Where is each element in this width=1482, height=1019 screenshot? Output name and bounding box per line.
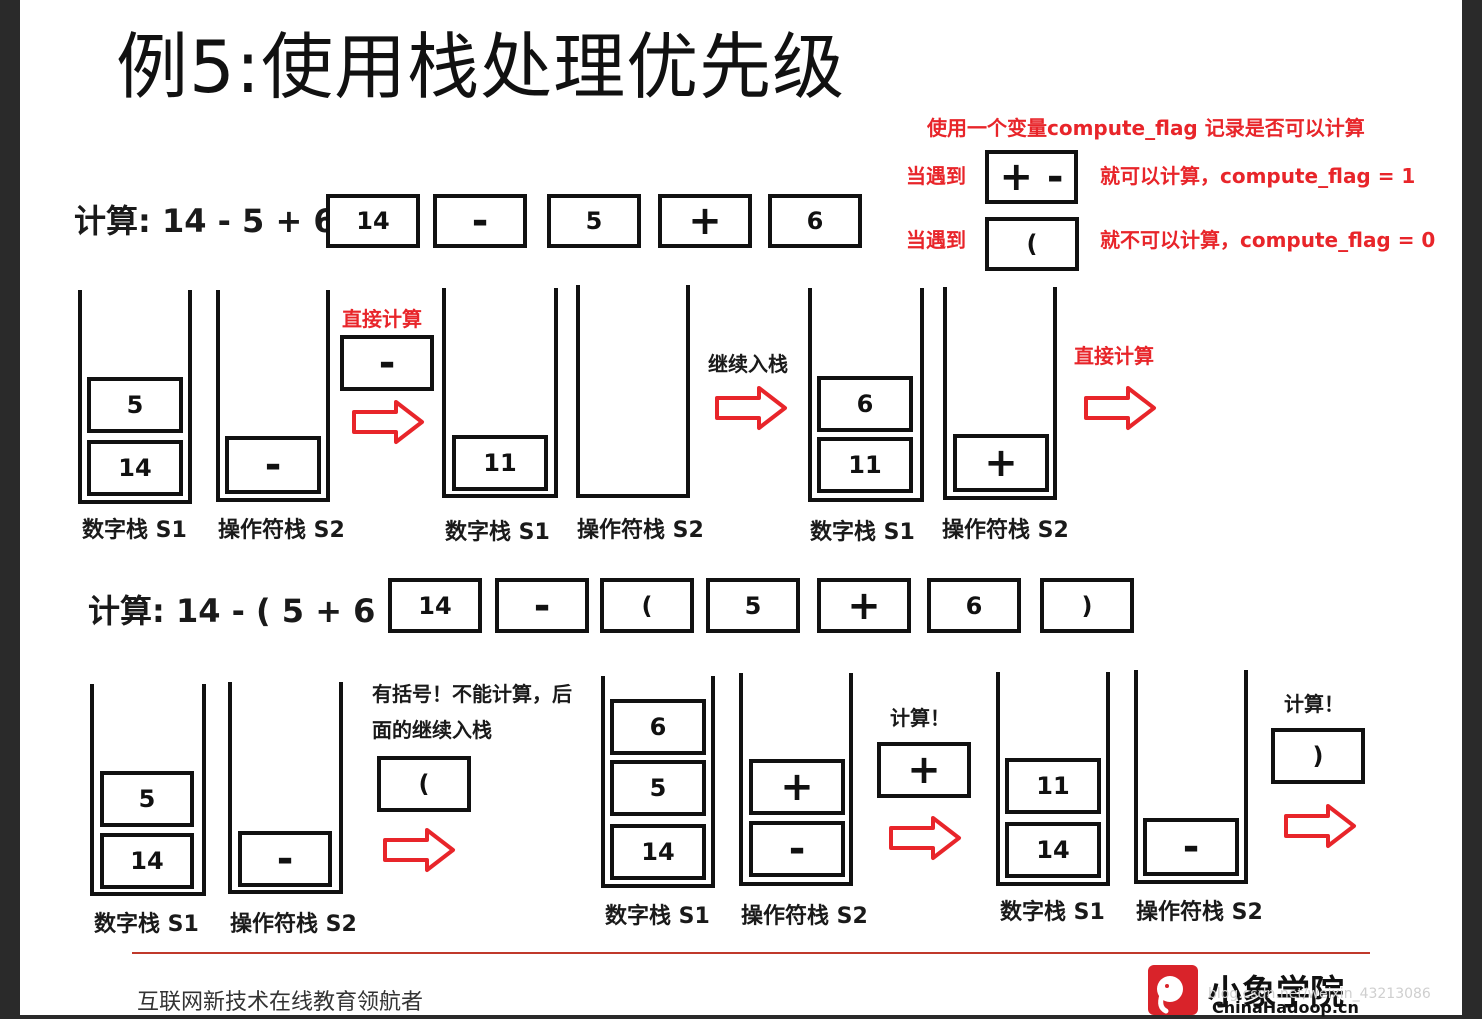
ex2-token: +: [817, 578, 911, 633]
note-token-plus-minus: + -: [985, 150, 1078, 204]
red-arrow-icon: [352, 400, 424, 444]
ex1-s1-stage3-item: 6: [817, 376, 913, 432]
stack-label-s2: 操作符栈 S2: [218, 518, 345, 543]
red-arrow-icon: [1084, 386, 1156, 430]
stack-label-s1: 数字栈 S1: [445, 520, 550, 545]
red-arrow-icon: [715, 386, 787, 430]
ex2-s2-stage3: [1134, 670, 1248, 884]
logo-subtext: ChinaHadoop.cn: [1212, 998, 1359, 1017]
slide: 例5:使用栈处理优先级 使用一个变量compute_flag 记录是否可以计算 …: [20, 0, 1462, 1017]
stack-label-s2: 操作符栈 S2: [1136, 900, 1263, 925]
note-token-paren: (: [985, 217, 1079, 271]
ex1-s2-stage3-item: +: [953, 434, 1049, 492]
ex1-s1-stage1-item: 5: [87, 377, 183, 433]
ex2-s1-stage2-item: 14: [610, 824, 706, 880]
stack-label-s1: 数字栈 S1: [605, 904, 710, 929]
ex1-s1-stage3-item: 11: [817, 437, 913, 493]
ex2-s2-stage1-item: -: [238, 831, 332, 887]
footer-slogan: 互联网新技术在线教育领航者: [137, 990, 424, 1015]
ex2-s1-stage1-item: 5: [100, 771, 194, 827]
ex2-token: -: [495, 578, 589, 633]
ex2-s1-stage3-item: 11: [1005, 758, 1101, 814]
ex2-action2-label: 计算！: [890, 706, 950, 730]
footer-divider: [132, 952, 1370, 954]
ex2-token: 14: [388, 578, 482, 633]
stack-label-s2: 操作符栈 S2: [577, 518, 704, 543]
ex2-action2-token: +: [877, 742, 971, 798]
ex2-s1-stage2-item: 6: [610, 699, 706, 755]
compute-flag-note: 使用一个变量compute_flag 记录是否可以计算: [927, 116, 1365, 140]
ex2-token: (: [600, 578, 694, 633]
ex2-action1-token: (: [377, 756, 471, 812]
ex2-action1-label-line1: 有括号！不能计算，后: [372, 682, 572, 706]
ex2-s2-stage2: [739, 673, 853, 886]
note-result-2: 就不可以计算，compute_flag = 0: [1100, 228, 1436, 252]
watermark: blog.csdn.net/weixin_43213086: [1208, 986, 1431, 1002]
ex2-s1-stage3-item: 14: [1005, 822, 1101, 878]
note-when-1: 当遇到: [906, 164, 966, 188]
ex1-s1-stage2: [442, 288, 558, 498]
stack-label-s1: 数字栈 S1: [94, 912, 199, 937]
ex2-s2-stage3-item: -: [1143, 818, 1239, 876]
ex2-s2-stage1: [228, 682, 343, 894]
ex1-s2-stage1: [216, 290, 330, 502]
ex1-s1-stage1: [78, 290, 192, 504]
note-when-2: 当遇到: [906, 228, 966, 252]
stack-label-s2: 操作符栈 S2: [741, 904, 868, 929]
ex2-action3-token: ): [1271, 728, 1365, 784]
example1-formula: 计算: 14 - 5 + 6: [74, 202, 336, 240]
stack-label-s1: 数字栈 S1: [82, 518, 187, 543]
ex2-token: 6: [927, 578, 1021, 633]
logo-icon: [1148, 965, 1198, 1015]
ex2-token: ): [1040, 578, 1134, 633]
ex2-s1-stage1-item: 14: [100, 833, 194, 889]
ex1-action2-label: 继续入栈: [708, 352, 788, 376]
ex1-s1-stage2-item: 11: [452, 435, 548, 491]
ex1-token: -: [433, 194, 527, 248]
stack-label-s2: 操作符栈 S2: [230, 912, 357, 937]
logo-text: 小象学院: [1208, 973, 1344, 1013]
ex1-action1-token: -: [340, 335, 434, 391]
ex2-action3-label: 计算！: [1284, 692, 1344, 716]
ex2-s1-stage3: [996, 672, 1110, 886]
ex2-s1-stage2: [601, 676, 715, 888]
stack-label-s1: 数字栈 S1: [1000, 900, 1105, 925]
red-arrow-icon: [383, 828, 455, 872]
ex1-token: +: [658, 194, 752, 248]
red-arrow-icon: [889, 816, 961, 860]
ex1-s2-stage3: [943, 287, 1057, 500]
ex2-action1-label-line2: 面的继续入栈: [372, 718, 492, 742]
ex1-action1-label: 直接计算: [342, 307, 422, 331]
ex2-s2-stage2-item: +: [749, 759, 845, 815]
ex1-action3-label: 直接计算: [1074, 344, 1154, 368]
ex2-s1-stage1: [90, 684, 206, 896]
elephant-icon: [1157, 976, 1183, 1014]
stack-label-s1: 数字栈 S1: [810, 520, 915, 545]
ex1-s1-stage1-item: 14: [87, 440, 183, 496]
ex1-token: 5: [547, 194, 641, 248]
ex1-token: 6: [768, 194, 862, 248]
ex2-s2-stage2-item: -: [749, 821, 845, 877]
ex1-token: 14: [326, 194, 420, 248]
ex1-s2-stage1-item: -: [225, 436, 321, 494]
ex1-s2-stage2: [576, 285, 690, 498]
note-result-1: 就可以计算，compute_flag = 1: [1100, 164, 1416, 188]
page-title: 例5:使用栈处理优先级: [116, 25, 846, 109]
ex2-token: 5: [706, 578, 800, 633]
ex2-s1-stage2-item: 5: [610, 760, 706, 816]
stack-label-s2: 操作符栈 S2: [942, 518, 1069, 543]
example2-formula: 计算: 14 - ( 5 + 6 ): [88, 592, 402, 630]
ex1-s1-stage3: [808, 288, 924, 502]
red-arrow-icon: [1284, 804, 1356, 848]
